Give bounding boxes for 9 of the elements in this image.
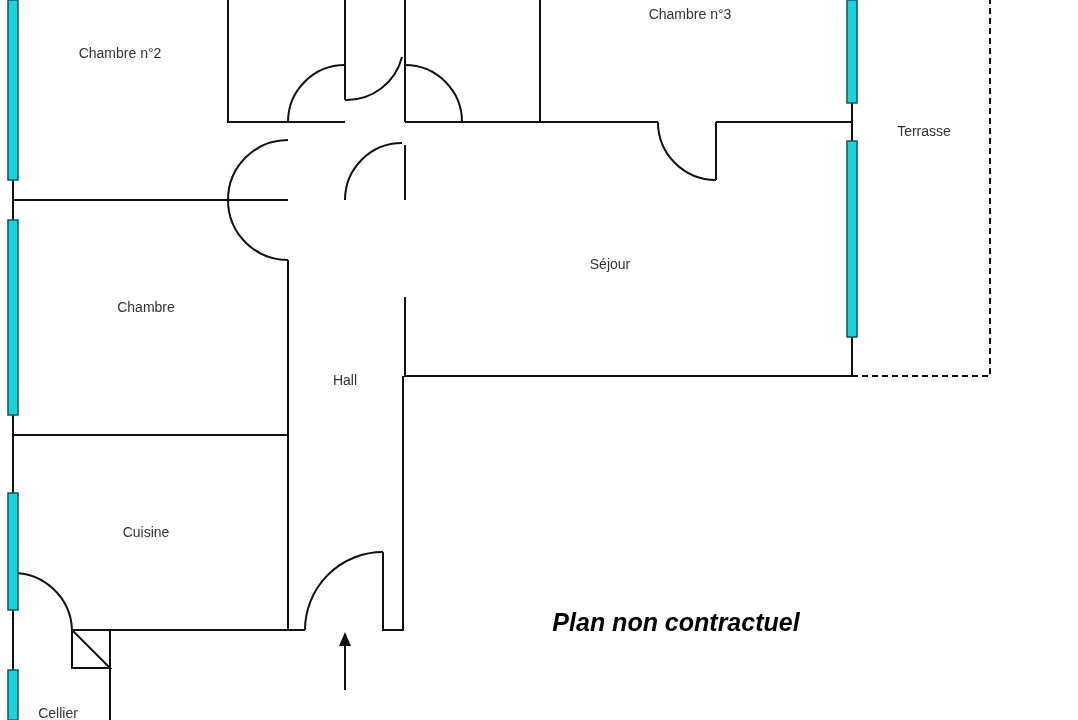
- room-label: Cellier: [38, 705, 78, 720]
- room-label: Cuisine: [122, 524, 170, 540]
- room-label: Hall: [332, 372, 358, 388]
- room-label: Chambre n°2: [78, 45, 162, 61]
- room-label: Chambre n°3: [648, 6, 732, 22]
- room-label: Terrasse: [897, 123, 951, 139]
- room-label: Chambre: [117, 299, 175, 315]
- disclaimer-note: Plan non contractuel: [552, 607, 800, 637]
- room-label: Séjour: [589, 256, 631, 272]
